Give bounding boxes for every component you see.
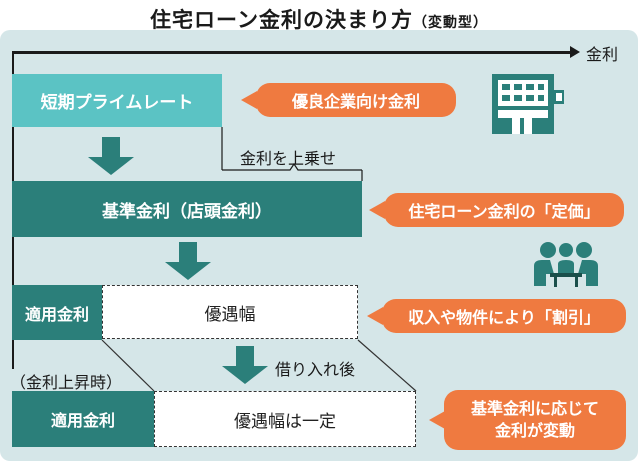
shift-guide-lines bbox=[101, 339, 155, 392]
callout-discount-reason: 収入や物件により「割引」 bbox=[367, 299, 626, 333]
rate-axis-label: 金利 bbox=[586, 45, 619, 64]
callout-rate-change-line1: 基準金利に応じて bbox=[470, 399, 599, 418]
down-arrow-3-icon bbox=[222, 346, 268, 384]
after-borrowing-label: 借り入れ後 bbox=[275, 360, 356, 379]
prime-rate-box: 短期プライムレート bbox=[12, 74, 222, 127]
rate-axis-line bbox=[12, 51, 572, 54]
callout-list-price: 住宅ローン金利の「定価」 bbox=[369, 193, 624, 227]
consultation-people-icon bbox=[534, 242, 598, 287]
shift-guide-lines-right bbox=[357, 339, 417, 392]
rate-axis-arrow-icon bbox=[570, 46, 580, 58]
rate-rise-label: （金利上昇時） bbox=[10, 373, 123, 392]
title-sub: （変動型） bbox=[412, 15, 488, 31]
applied-rate-box: 適用金利 bbox=[12, 285, 102, 340]
down-arrow-1-icon bbox=[88, 137, 134, 175]
office-building-icon bbox=[492, 74, 564, 134]
base-rate-box: 基準金利（店頭金利） bbox=[12, 181, 362, 237]
markup-label: 金利を上乗せ bbox=[240, 149, 337, 168]
fixed-discount-box: 優遇幅は一定 bbox=[154, 391, 416, 447]
applied-rate-after-rise-box: 適用金利 bbox=[12, 391, 154, 447]
title-main: 住宅ローン金利の決まり方 bbox=[150, 8, 413, 32]
discount-box: 優遇幅 bbox=[102, 285, 358, 339]
callout-corporate-rate: 優良企業向け金利 bbox=[241, 83, 456, 117]
diagram-title: 住宅ローン金利の決まり方（変動型） bbox=[0, 4, 638, 34]
down-arrow-2-icon bbox=[165, 242, 211, 280]
callout-rate-change: 基準金利に応じて 金利が変動 bbox=[429, 390, 626, 450]
callout-rate-change-line2: 金利が変動 bbox=[494, 421, 575, 440]
markup-bracket-brace bbox=[222, 162, 362, 171]
